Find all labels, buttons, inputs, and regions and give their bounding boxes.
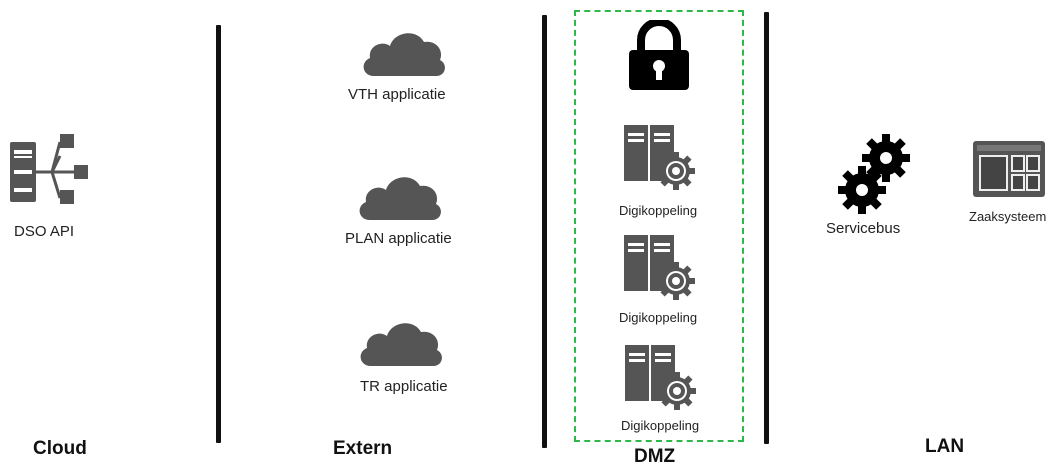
cloud-icon — [357, 318, 445, 368]
plan-application-label: PLAN applicatie — [345, 230, 452, 247]
zone-label-dmz: DMZ — [634, 446, 676, 467]
server-gear-icon — [622, 235, 698, 301]
cloud-icon — [360, 28, 448, 78]
window-app-icon — [972, 140, 1046, 198]
zone-label-lan: LAN — [925, 436, 965, 457]
separator-cloud-extern — [216, 25, 221, 443]
server-network-icon — [8, 132, 90, 212]
dmz-zone-box — [574, 10, 744, 442]
digikoppeling-label-2: Digikoppeling — [619, 310, 698, 325]
lock-icon — [627, 20, 691, 92]
separator-dmz-lan — [764, 12, 769, 444]
gears-icon — [838, 132, 912, 216]
cloud-icon — [356, 172, 444, 222]
server-gear-icon — [623, 345, 699, 411]
zaaksysteem-label: Zaaksysteem — [969, 209, 1047, 224]
digikoppeling-label-1: Digikoppeling — [619, 203, 698, 218]
separator-extern-dmz — [542, 15, 547, 448]
server-gear-icon — [622, 125, 698, 191]
zone-label-extern: Extern — [333, 438, 393, 459]
servicebus-label: Servicebus — [826, 220, 901, 237]
vth-application-label: VTH applicatie — [348, 86, 446, 103]
tr-application-label: TR applicatie — [360, 378, 448, 395]
zone-label-cloud: Cloud — [33, 438, 87, 459]
dso-api-label: DSO API — [14, 223, 75, 240]
digikoppeling-label-3: Digikoppeling — [621, 418, 700, 433]
